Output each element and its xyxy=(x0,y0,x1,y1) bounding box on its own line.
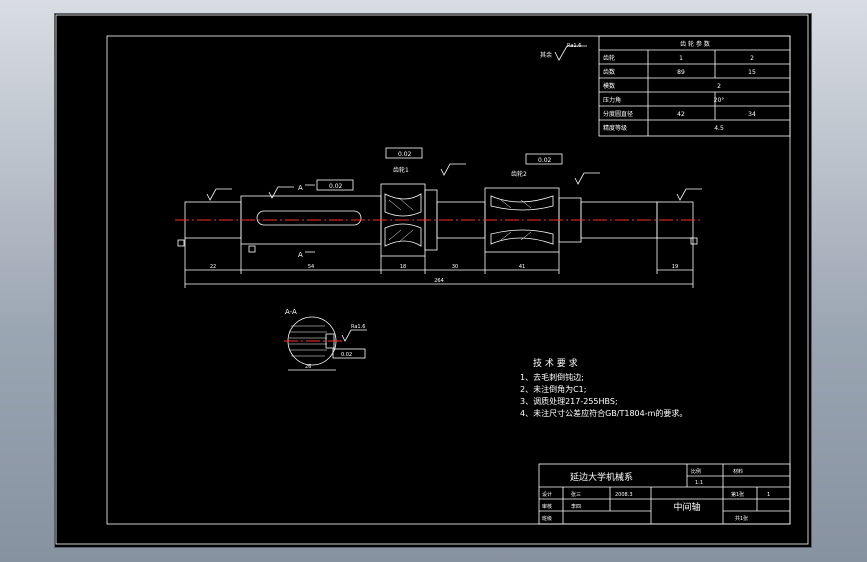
check-label: 审核 xyxy=(542,503,552,510)
section-label: A-A xyxy=(285,308,297,316)
dim-text: 18 xyxy=(400,264,406,270)
tech-title: 技 术 要 求 xyxy=(533,357,578,369)
tolerance-value: 0.02 xyxy=(398,151,412,158)
designer-label: 设计 xyxy=(542,491,552,498)
dim-text: 54 xyxy=(308,264,314,270)
outer-frame xyxy=(55,14,809,545)
dim-text: 30 xyxy=(452,264,458,270)
section-a-a-view: A-A 26 Ra1.6 0.02 xyxy=(284,308,367,371)
param-value: 89 xyxy=(677,69,685,76)
param-value: 42 xyxy=(677,111,685,118)
scale-label: 比例 xyxy=(691,468,701,475)
roughness-mark xyxy=(440,163,466,176)
dim-text: 264 xyxy=(434,278,444,284)
datum-box xyxy=(177,239,185,247)
dim-text: 41 xyxy=(519,264,525,270)
param-value: 20° xyxy=(714,97,725,104)
roughness-value: Ra1.6 xyxy=(567,43,581,49)
sheet-value: 1 xyxy=(767,492,770,498)
param-value: 4.5 xyxy=(714,125,724,132)
sheet-label: 第1张 xyxy=(731,491,744,498)
datum-box xyxy=(690,237,698,245)
dim-text: 19 xyxy=(672,264,678,270)
gear-label-1: 齿轮1 xyxy=(393,166,409,174)
check-value: 李四 xyxy=(571,503,581,510)
param-value: 2 xyxy=(750,55,754,62)
param-value: 1 xyxy=(679,55,683,62)
dim-text: 22 xyxy=(210,264,216,270)
engineering-drawing: 其余 Ra1.6 齿 轮 参 数 齿轮 1 2 齿数 89 15 模数 2 压力… xyxy=(55,14,809,545)
gear-label-2: 齿轮2 xyxy=(511,170,527,178)
datum-box xyxy=(248,245,256,253)
tolerance-frame-2 xyxy=(525,153,563,165)
roughness-symbol xyxy=(554,45,587,61)
param-value: 15 xyxy=(748,69,756,76)
param-value: 34 xyxy=(748,111,756,118)
tolerance-frame-1 xyxy=(385,147,423,159)
param-label: 齿轮 xyxy=(603,54,615,62)
tolerance-frame-3 xyxy=(316,179,354,191)
tech-item: 4、未注尺寸公差应符合GB/T1804-m的要求。 xyxy=(520,408,687,418)
tech-item: 1、去毛刺倒钝边; xyxy=(520,372,584,382)
tolerance-value: 0.02 xyxy=(538,157,552,164)
param-label: 模数 xyxy=(603,82,615,90)
other-roughness-label: 其余 xyxy=(540,51,552,59)
gear-parameter-table: 齿 轮 参 数 齿轮 1 2 齿数 89 15 模数 2 压力角 20° 分度圆… xyxy=(598,35,791,137)
title-block: 延边大学机械系 比例 1:1 材料 设计 张三 2008.3 审核 李四 班级 … xyxy=(538,463,791,525)
tolerance-value: 0.02 xyxy=(341,352,352,358)
tech-item: 3、调质处理217-255HBS; xyxy=(520,396,618,406)
dimension-lines: 22 54 18 30 41 19 264 xyxy=(184,238,694,288)
param-label: 分度圆直径 xyxy=(603,110,633,118)
param-label: 齿数 xyxy=(603,68,615,76)
roughness-mark xyxy=(574,172,600,185)
roughness-value: Ra1.6 xyxy=(351,324,365,330)
total-label: 共1张 xyxy=(735,515,748,522)
school-name: 延边大学机械系 xyxy=(570,471,633,483)
roughness-mark xyxy=(206,188,232,201)
param-table-header: 齿 轮 参 数 xyxy=(680,40,710,48)
tolerance-value: 0.02 xyxy=(329,183,343,190)
inner-frame xyxy=(106,35,791,525)
drawing-canvas: 其余 Ra1.6 齿 轮 参 数 齿轮 1 2 齿数 89 15 模数 2 压力… xyxy=(54,13,812,548)
tech-item: 2、未注倒角为C1; xyxy=(520,384,586,394)
param-label: 压力角 xyxy=(603,96,621,104)
shaft-main-view xyxy=(175,183,703,257)
drawing-title: 中间轴 xyxy=(673,501,700,513)
param-label: 精度等级 xyxy=(603,124,627,132)
date-value: 2008.3 xyxy=(615,492,633,498)
designer-value: 张三 xyxy=(571,491,581,498)
class-label: 班级 xyxy=(542,515,552,522)
material-label: 材料 xyxy=(733,468,743,475)
section-mark-a-top: A xyxy=(298,184,303,192)
keyway xyxy=(256,210,362,226)
section-mark-a-bottom: A xyxy=(298,251,303,259)
roughness-mark xyxy=(676,188,702,201)
dim-text: 26 xyxy=(305,364,311,370)
scale-value: 1:1 xyxy=(695,480,703,486)
roughness-mark xyxy=(268,186,294,199)
technical-requirements: 技 术 要 求 1、去毛刺倒钝边; 2、未注倒角为C1; 3、调质处理217-2… xyxy=(520,357,687,418)
param-value: 2 xyxy=(717,83,721,90)
